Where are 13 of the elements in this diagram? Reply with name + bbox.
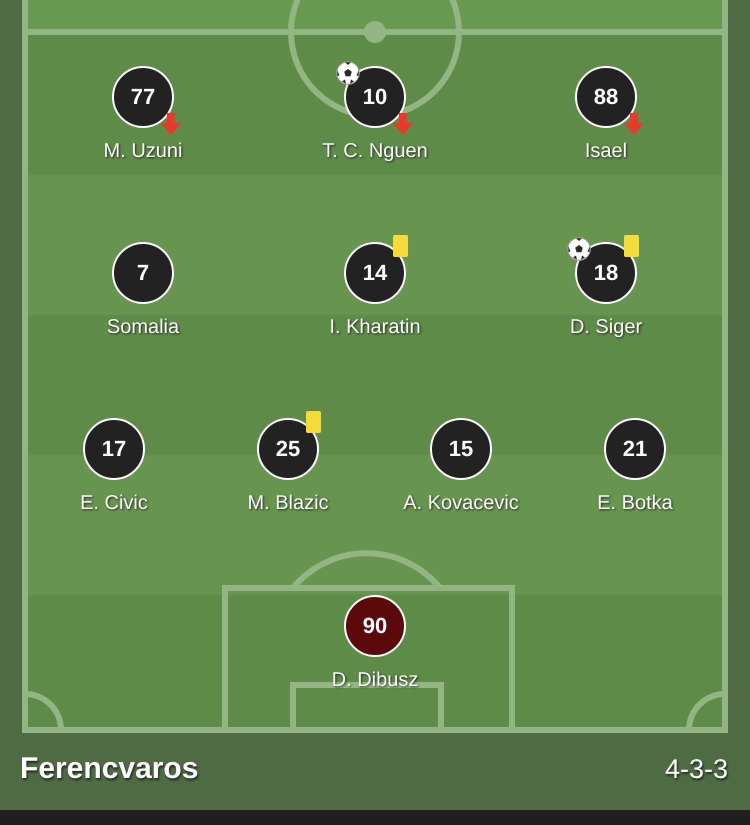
formation-label: 4-3-3 [664,753,728,785]
player-name: E. Botka [597,491,673,515]
player-name: E. Civic [80,491,148,515]
player-name: I. Kharatin [329,315,421,339]
player-name: M. Blazic [247,491,329,515]
player-name: M. Uzuni [104,139,182,163]
player-name: T. C. Nguen [322,139,428,163]
team-name: Ferencvaros [20,752,198,786]
player-name: D. Siger [570,315,642,339]
player-name: Isael [584,139,628,163]
player-name: Somalia [106,315,180,339]
player-name: D. Dibusz [332,668,418,692]
player-name: A. Kovacevic [403,491,519,515]
